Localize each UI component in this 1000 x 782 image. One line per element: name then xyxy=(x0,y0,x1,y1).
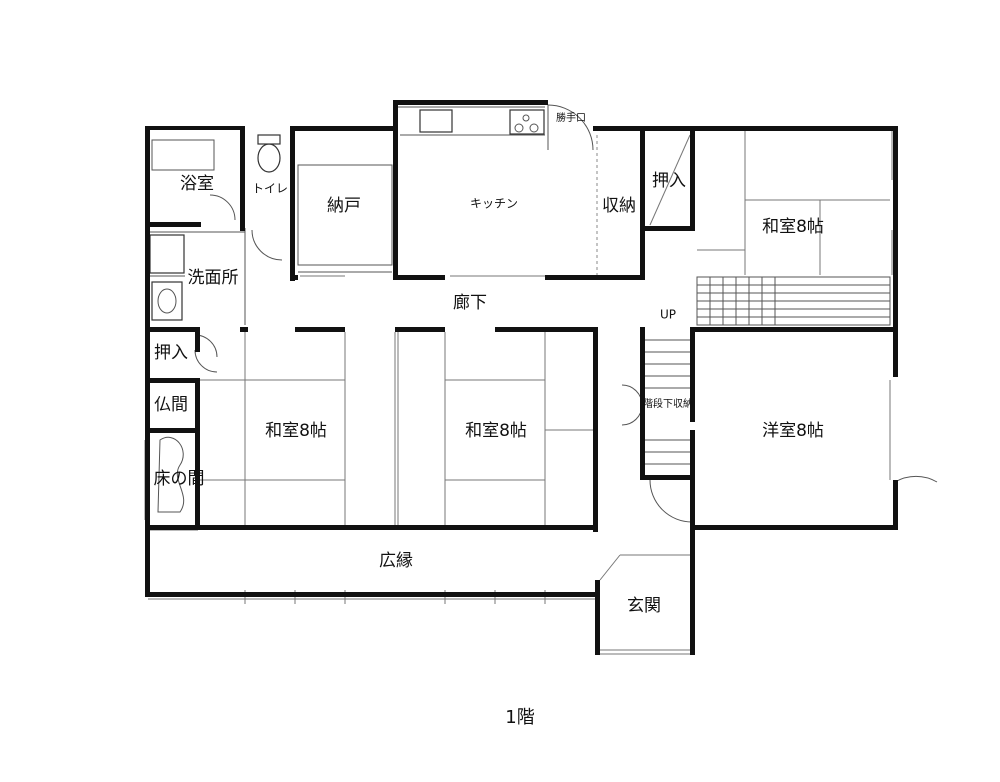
label-washroom: 洗面所 xyxy=(188,268,239,288)
label-washitsu-ne: 和室8帖 xyxy=(762,217,824,237)
walls xyxy=(145,100,898,655)
room-labels: 浴室 トイレ 納戸 キッチン 収納 勝手口 押入 和室8帖 洗面所 廊下 UP … xyxy=(154,111,824,616)
stove xyxy=(509,109,545,135)
label-hiroen: 広縁 xyxy=(379,551,413,571)
label-nando: 納戸 xyxy=(327,196,361,216)
stairs-east xyxy=(696,276,891,326)
label-toilet: トイレ xyxy=(252,182,288,196)
label-back-door: 勝手口 xyxy=(556,111,586,124)
fixtures xyxy=(149,109,545,513)
label-under-stair-storage: 階段下収納 xyxy=(643,397,693,410)
floor-label: 1階 xyxy=(505,707,534,728)
label-bath: 浴室 xyxy=(180,174,214,194)
label-genkan: 玄関 xyxy=(627,596,661,616)
label-hallway: 廊下 xyxy=(453,293,487,313)
washbasin xyxy=(151,281,183,321)
bathtub xyxy=(151,139,215,171)
label-kitchen: キッチン xyxy=(470,197,518,211)
toilet-bowl xyxy=(257,143,281,173)
label-washitsu-c: 和室8帖 xyxy=(465,421,527,441)
tokonoma-ornament xyxy=(157,437,185,513)
label-closet-ne: 押入 xyxy=(652,171,686,191)
label-up: UP xyxy=(660,308,676,322)
sink xyxy=(419,109,453,133)
label-butsuma: 仏間 xyxy=(154,395,188,415)
label-closet-w: 押入 xyxy=(154,343,188,363)
label-washitsu-w: 和室8帖 xyxy=(265,421,327,441)
washing-machine xyxy=(149,234,185,274)
label-kitchen-storage: 収納 xyxy=(602,196,636,216)
label-yoshitsu: 洋室8帖 xyxy=(762,421,824,441)
door-swings xyxy=(194,104,938,524)
label-tokonoma: 床の間 xyxy=(154,469,205,489)
